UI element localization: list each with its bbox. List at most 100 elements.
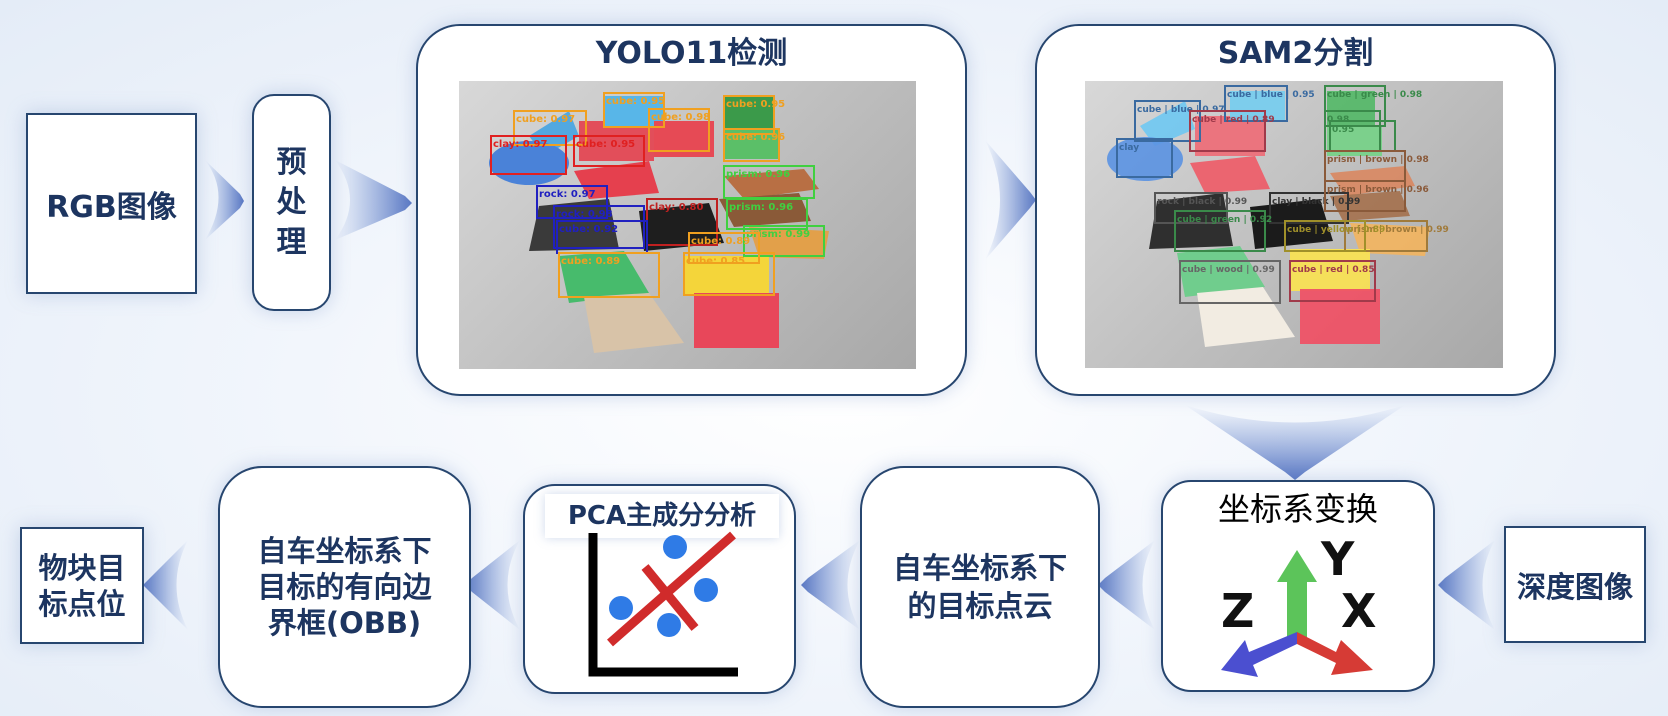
- detection-label: cube | green | 0.92: [1177, 215, 1272, 225]
- detection-box: [688, 232, 760, 264]
- sam-title: SAM2分割: [1217, 36, 1374, 71]
- rgb-image-node: RGB图像: [26, 113, 197, 294]
- pca-point: [609, 596, 633, 620]
- detection-box: [683, 252, 775, 296]
- detection-box: [513, 110, 587, 146]
- detection-box: [723, 128, 780, 162]
- detection-label: rock: 0.97: [539, 189, 596, 200]
- rgb-image-label: RGB图像: [46, 189, 177, 225]
- axis-z-label: Z: [1221, 584, 1254, 638]
- detection-label: cube | yellow | 0.89: [1287, 225, 1385, 235]
- arrow-obb-to-target: [143, 540, 188, 630]
- pca-point: [657, 613, 681, 637]
- detection-label: clay: 0.80: [649, 202, 704, 213]
- arrow-transform-to-pointcloud: [1098, 540, 1155, 630]
- pca-axes: [588, 533, 738, 677]
- yolo-detection-overlay: cube: 0.97 cube: 0.95 cube: 0.98 clay: 0.97…: [489, 92, 829, 353]
- axis-y-label: Y: [1320, 532, 1355, 586]
- detection-label: cube: 0.85: [686, 256, 745, 267]
- detection-box: [553, 205, 645, 249]
- coordinate-transform-title: 坐标系变换: [1217, 490, 1378, 528]
- preprocess-label: 预处理: [276, 144, 307, 260]
- pca-diagram: [588, 531, 738, 677]
- arrow-pca-to-obb: [465, 540, 520, 630]
- preprocess-node: 预处理: [252, 94, 331, 311]
- detection-label: prism: 0.96: [726, 169, 790, 180]
- detection-box: [536, 185, 608, 219]
- axis-x-arrow: [1297, 632, 1373, 675]
- pca-title: PCA主成分分析: [545, 494, 779, 538]
- detection-box: [1174, 210, 1266, 252]
- arrow-pointcloud-to-pca: [801, 540, 860, 630]
- detection-label: cube | blue | 0.97: [1137, 105, 1225, 115]
- detection-box: [1179, 260, 1281, 304]
- detection-box: [558, 252, 660, 298]
- pca-principal-axis: [607, 531, 736, 647]
- obb-label: 自车坐标系下目标的有向边界框(OBB): [257, 534, 432, 640]
- arrow-rgb-to-preprocess: [205, 160, 244, 240]
- obb-node: 自车坐标系下目标的有向边界框(OBB): [218, 466, 471, 708]
- detection-box: [1289, 260, 1376, 302]
- detection-label: prism | brown | 0.98: [1327, 155, 1429, 165]
- detection-label: cube | red | 0.85: [1292, 265, 1375, 275]
- pointcloud-node: 自车坐标系下的目标点云: [860, 466, 1100, 708]
- detection-box: [726, 198, 808, 230]
- depth-image-node: 深度图像: [1504, 526, 1646, 643]
- detection-label: clay | black | 0.99: [1272, 197, 1360, 207]
- pca-point: [694, 578, 718, 602]
- xyz-axes-diagram: Y Z X: [1221, 532, 1376, 677]
- detection-label: prism: 0.99: [746, 229, 810, 240]
- detection-label: cube: 0.96: [726, 132, 785, 143]
- detection-box: [1154, 192, 1228, 224]
- detection-label: prism: 0.96: [729, 202, 793, 213]
- detection-box: [1284, 220, 1366, 252]
- detection-label: cube | blue | 0.95: [1227, 90, 1315, 100]
- yolo-title: YOLO11检测: [595, 36, 788, 71]
- detection-label: 0.95: [1332, 125, 1354, 135]
- detection-label: cube: 0.92: [559, 224, 618, 235]
- detection-box: [1189, 110, 1266, 152]
- detection-label: prism | brown | 0.99: [1347, 225, 1449, 235]
- detection-label: cube | wood | 0.99: [1182, 265, 1275, 275]
- detection-label: clay: 0.97: [493, 139, 548, 150]
- sam-segmentation-image: cube | blue | 0.95 cube | green | 0.98 cub…: [1085, 81, 1503, 368]
- detection-box: [648, 108, 710, 152]
- depth-image-label: 深度图像: [1516, 569, 1633, 604]
- detection-label: clay: [1119, 143, 1139, 153]
- axis-z-arrow: [1221, 632, 1297, 677]
- pca-point: [663, 535, 687, 559]
- axis-y-arrow: [1277, 550, 1317, 638]
- detection-label: rock | black | 0.99: [1157, 197, 1247, 207]
- sam-segmentation-overlay: cube | blue | 0.95 cube | green | 0.98 cub…: [1107, 85, 1449, 347]
- detection-label: cube: 0.95: [606, 96, 665, 107]
- arrow-yolo-to-sam: [985, 140, 1036, 260]
- axis-x-label: X: [1341, 584, 1376, 638]
- target-point-node: 物块目标点位: [20, 527, 144, 644]
- detection-box: [1269, 192, 1349, 224]
- detection-label: cube: 0.89: [691, 236, 750, 247]
- detection-box: [1344, 220, 1428, 252]
- detection-label: cube: 0.98: [651, 112, 710, 123]
- detection-label: cube: 0.95: [726, 99, 785, 110]
- detection-label: cube | red | 0.89: [1192, 115, 1275, 125]
- detection-label: cube: 0.97: [516, 114, 575, 125]
- detection-box: [573, 135, 645, 167]
- detection-label: cube | green | 0.98: [1327, 90, 1422, 100]
- detection-box: [743, 225, 825, 257]
- detection-label: cube: 0.95: [576, 139, 635, 150]
- detection-box: [1134, 100, 1201, 142]
- arrow-depth-to-transform: [1438, 540, 1495, 630]
- detection-box: [1324, 180, 1406, 212]
- detection-box: [490, 135, 567, 175]
- detection-label: cube: 0.89: [561, 256, 620, 267]
- target-point-label: 物块目标点位: [38, 550, 126, 621]
- pca-secondary-axis: [641, 564, 699, 631]
- detection-label: prism | brown | 0.96: [1327, 185, 1429, 195]
- arrow-preprocess-to-yolo: [335, 160, 412, 240]
- detection-box: [723, 95, 775, 135]
- arrow-sam-to-transform: [1185, 405, 1405, 480]
- detection-label: rock: 0.98: [556, 209, 613, 220]
- detection-box: [1116, 138, 1173, 178]
- detection-box: [1224, 85, 1288, 122]
